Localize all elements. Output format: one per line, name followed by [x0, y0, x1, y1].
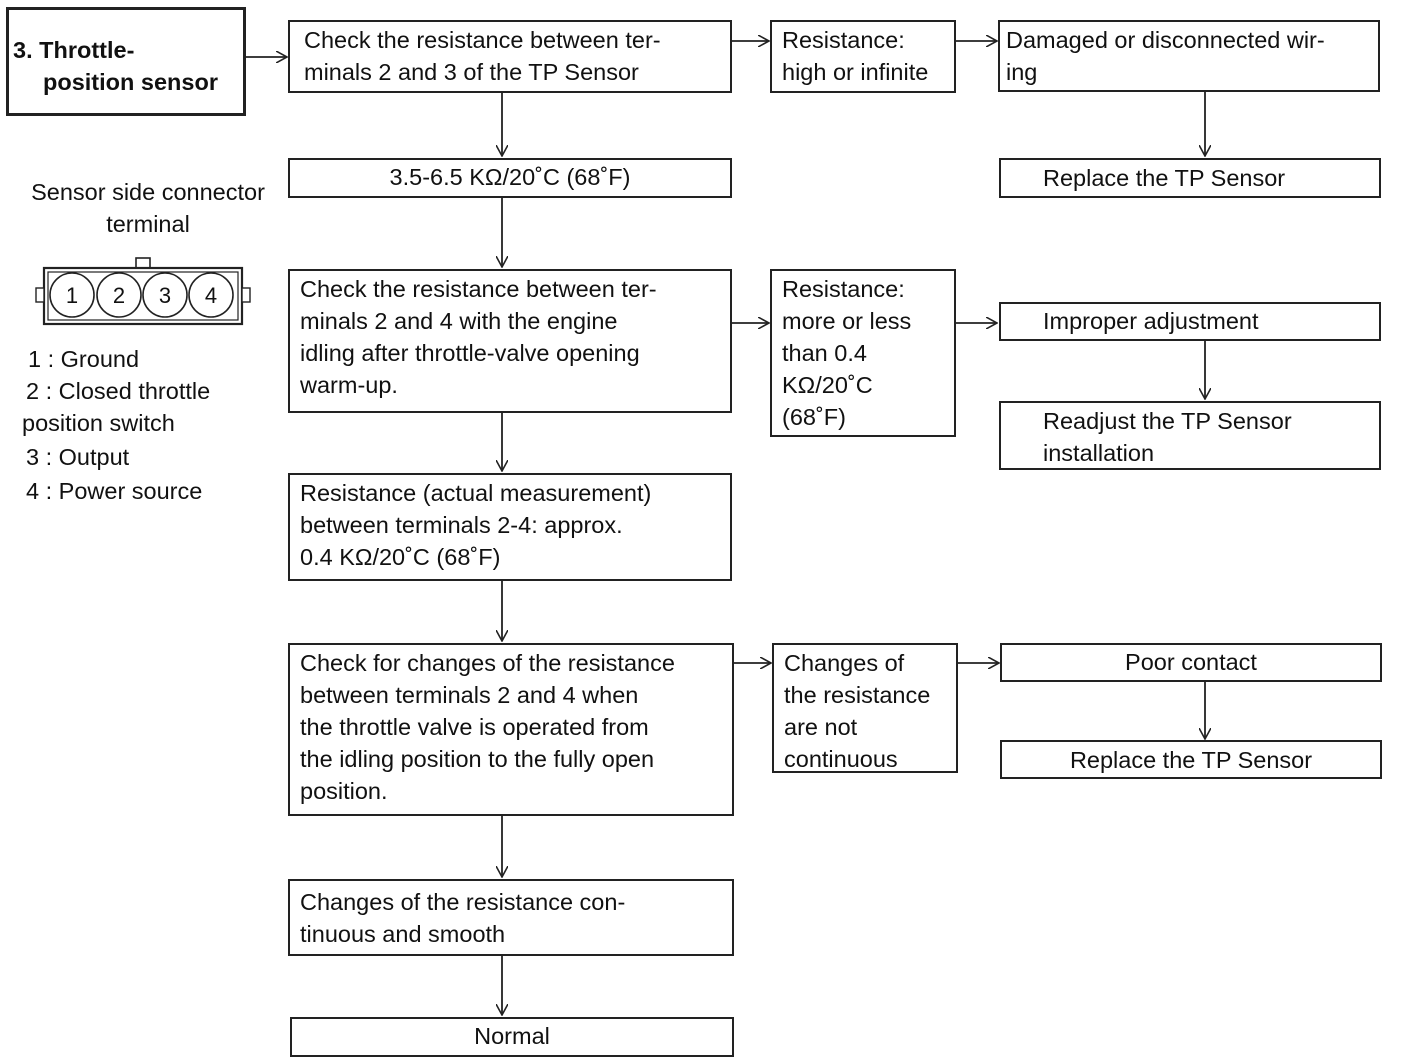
step-text: Check the resistance between ter-	[304, 27, 661, 53]
fault-text: Readjust the TP Sensor	[1043, 408, 1292, 434]
fault-text: high or infinite	[782, 59, 929, 85]
fault-text: Poor contact	[1125, 649, 1257, 675]
step-text: the throttle valve is operated from	[300, 714, 649, 740]
connector-caption: Sensor side connector terminal	[10, 176, 286, 240]
fault-resistance-more-less: Resistance: more or less than 0.4 KΩ/20˚…	[770, 269, 956, 437]
step-normal: Normal	[290, 1017, 734, 1057]
step-text: between terminals 2 and 4 when	[300, 682, 639, 708]
fault-text: Improper adjustment	[1043, 308, 1259, 334]
fault-text: than 0.4	[782, 340, 867, 366]
connector-pin-label: 2	[113, 283, 125, 308]
fault-text: Replace the TP Sensor	[1069, 747, 1313, 773]
legend-item: 1 : Ground	[28, 346, 140, 372]
fault-text: installation	[1043, 440, 1155, 466]
connector-pin-1	[49, 272, 95, 318]
title-box: 3. Throttle- position sensor	[6, 7, 246, 116]
connector-diagram: 1 2 3 4	[35, 257, 251, 326]
step-text: Changes of the resistance con-	[300, 889, 626, 915]
fault-text: Resistance:	[782, 276, 905, 302]
step-text: 3.5-6.5 KΩ/20˚C (68˚F)	[389, 164, 631, 190]
legend-item: 2 : Closed throttle	[26, 378, 211, 404]
step-text: tinuous and smooth	[300, 921, 506, 947]
step-text: Check the resistance between ter-	[300, 276, 657, 302]
fault-not-continuous: Changes of the resistance are not contin…	[772, 643, 958, 773]
connector-caption-line: Sensor side connector	[31, 179, 265, 205]
legend-item: 3 : Output	[26, 444, 130, 470]
action-readjust-tp-sensor: Readjust the TP Sensor installation	[999, 401, 1381, 470]
fault-text: Changes of	[784, 650, 905, 676]
fault-text: Replace the TP Sensor	[1043, 165, 1286, 191]
fault-damaged-wiring: Damaged or disconnected wir- ing	[998, 20, 1380, 92]
step-check-resistance-changes: Check for changes of the resistance betw…	[288, 643, 734, 816]
step-text: 0.4 KΩ/20˚C (68˚F)	[300, 544, 501, 570]
step-text: Check for changes of the resistance	[300, 650, 675, 676]
step-text: Resistance (actual measurement)	[300, 480, 652, 506]
fault-text: Resistance:	[782, 27, 905, 53]
fault-text: (68˚F)	[782, 404, 846, 430]
title-line: position sensor	[43, 69, 218, 95]
step-text: idling after throttle-valve opening	[300, 340, 640, 366]
step-check-terminals-2-4-idle: Check the resistance between ter- minals…	[288, 269, 732, 413]
fault-improper-adjustment: Improper adjustment	[999, 302, 1381, 341]
action-replace-tp-sensor-2: Replace the TP Sensor	[1000, 740, 1382, 779]
connector-pin-2	[96, 272, 142, 318]
step-text: warm-up.	[300, 372, 398, 398]
connector-legend: 1 : Ground 2 : Closed throttle position …	[22, 343, 210, 507]
connector-caption-line: terminal	[106, 211, 190, 237]
fault-text: are not	[784, 714, 858, 740]
title-line: 3. Throttle-	[13, 37, 135, 63]
step-text: position.	[300, 778, 388, 804]
step-text: the idling position to the fully open	[300, 746, 655, 772]
legend-item: 4 : Power source	[26, 478, 203, 504]
connector-pin-4	[188, 272, 234, 318]
connector-pin-label: 1	[66, 283, 78, 308]
fault-text: more or less	[782, 308, 912, 334]
fault-poor-contact: Poor contact	[1000, 643, 1382, 682]
legend-item: position switch	[22, 410, 175, 436]
fault-text: Damaged or disconnected wir-	[1006, 27, 1325, 53]
step-check-terminals-2-3: Check the resistance between ter- minals…	[288, 20, 732, 93]
step-changes-continuous: Changes of the resistance con- tinuous a…	[288, 879, 734, 956]
fault-text: the resistance	[784, 682, 931, 708]
fault-text: KΩ/20˚C	[782, 372, 873, 398]
step-text: Normal	[474, 1023, 550, 1049]
fault-text: continuous	[784, 746, 898, 772]
step-text: between terminals 2-4: approx.	[300, 512, 623, 538]
step-actual-measurement: Resistance (actual measurement) between …	[288, 473, 732, 581]
action-replace-tp-sensor: Replace the TP Sensor	[999, 158, 1381, 198]
step-text: minals 2 and 3 of the TP Sensor	[304, 59, 639, 85]
step-text: minals 2 and 4 with the engine	[300, 308, 618, 334]
fault-resistance-high: Resistance: high or infinite	[770, 20, 956, 93]
fault-text: ing	[1006, 59, 1038, 85]
step-spec-2-3: 3.5-6.5 KΩ/20˚C (68˚F)	[288, 158, 732, 198]
connector-pin-label: 3	[159, 283, 171, 308]
connector-pin-3	[142, 272, 188, 318]
connector-pin-label: 4	[205, 283, 217, 308]
